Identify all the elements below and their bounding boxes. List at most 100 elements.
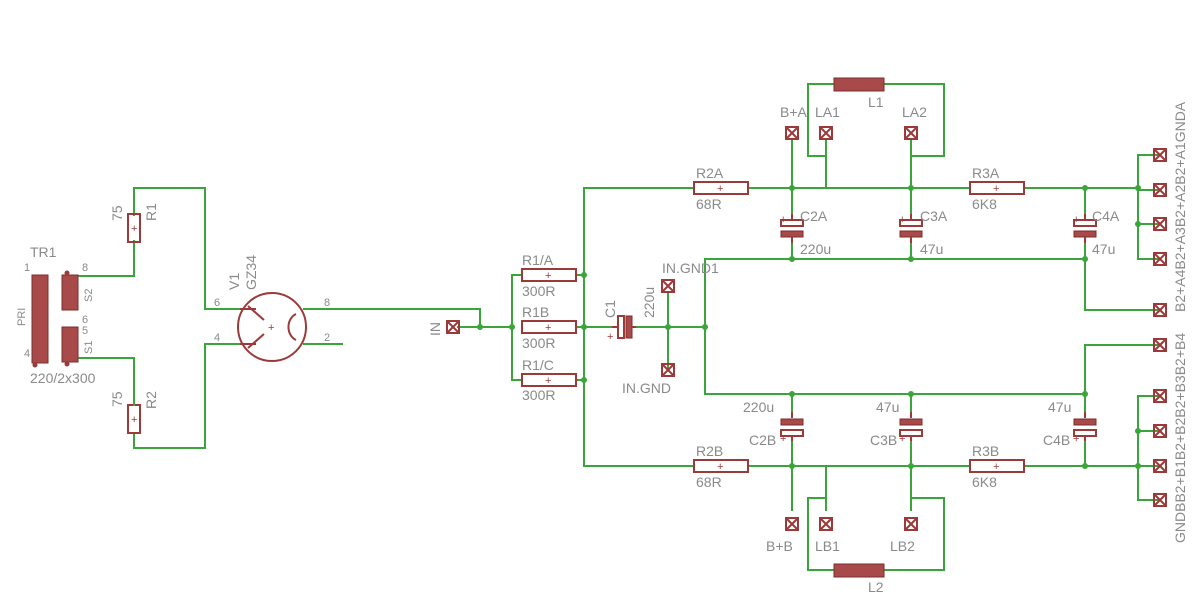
- capacitor-c2a[interactable]: +: [780, 214, 804, 243]
- out-a4-pad[interactable]: [1153, 148, 1167, 162]
- right-top-labels: B2+A4B2+A3B2+A2B2+A1GNDA: [1172, 101, 1188, 312]
- r1b-name: R1B: [522, 304, 549, 320]
- junctions: [477, 185, 1141, 469]
- in-gnd1-pad[interactable]: [661, 279, 675, 293]
- capacitor-c4a[interactable]: +: [1073, 214, 1097, 243]
- out-a2-pad[interactable]: [1153, 217, 1167, 231]
- right-bottom-labels: GNDBB2+B1B2+B2B2+B3B2+B4: [1172, 333, 1188, 543]
- c3b-value: 47u: [876, 399, 899, 415]
- lb2-label: LB2: [890, 538, 915, 554]
- tr1-s1-label: S1: [83, 341, 95, 354]
- c4b-name: C4B: [1043, 432, 1070, 448]
- svg-text:+: +: [545, 375, 551, 387]
- r1-name: R1: [143, 203, 159, 221]
- r1a-value: 300R: [522, 283, 555, 299]
- tr1-pin-4: 4: [24, 348, 30, 360]
- transformer-tr1[interactable]: TR1 220/2x300 PRI 1 8 S2 6 S1 5 4: [16, 244, 96, 386]
- r2a-value: 68R: [696, 196, 722, 212]
- c1-name: C1: [602, 300, 618, 318]
- capacitor-c3b[interactable]: +: [899, 412, 923, 445]
- v1-pin-2: 2: [324, 332, 330, 344]
- r2b-value: 68R: [696, 474, 722, 490]
- svg-text:+: +: [131, 223, 137, 235]
- la1-pad[interactable]: [819, 126, 833, 140]
- out-a3-pad[interactable]: [1153, 183, 1167, 197]
- la1-label: LA1: [815, 104, 840, 120]
- r1a-name: R1/A: [522, 252, 554, 268]
- out-b2-pad[interactable]: [1153, 424, 1167, 438]
- c2b-name: C2B: [749, 432, 776, 448]
- c2b-value: 220u: [743, 399, 774, 415]
- tr1-pin-5: 5: [82, 325, 88, 337]
- resistor-r1b[interactable]: +: [521, 320, 577, 334]
- resistor-r2a[interactable]: +: [693, 181, 749, 195]
- inductor-l2[interactable]: L2: [833, 563, 885, 595]
- svg-text:+: +: [993, 183, 999, 195]
- resistor-r1c[interactable]: +: [521, 373, 577, 387]
- r1-value: 75: [109, 205, 125, 221]
- tr1-pri-label: PRI: [16, 308, 28, 326]
- r2a-name: R2A: [696, 165, 724, 181]
- tube-v1[interactable]: + V1 GZ34 6 4 8 2: [214, 255, 330, 362]
- v1-pin-8: 8: [324, 297, 330, 309]
- la2-label: LA2: [902, 104, 927, 120]
- bpb-pad[interactable]: [785, 517, 799, 531]
- la2-pad[interactable]: [904, 126, 918, 140]
- svg-text:+: +: [780, 214, 786, 226]
- horizontal-resistors: + + + + + + +: [521, 181, 1025, 473]
- bpb-label: B+B: [766, 538, 793, 554]
- in-label: IN: [427, 322, 443, 336]
- capacitor-c3a[interactable]: +: [899, 214, 923, 243]
- r3a-value: 6K8: [972, 196, 997, 212]
- c4a-value: 47u: [1092, 241, 1115, 257]
- resistor-r1a[interactable]: +: [521, 268, 577, 282]
- wires: [77, 83, 1161, 571]
- svg-text:+: +: [717, 461, 723, 473]
- tr1-s2-label: S2: [83, 289, 95, 302]
- r1c-name: R1/C: [522, 357, 554, 373]
- in-gnd-pad[interactable]: [661, 363, 675, 377]
- svg-text:+: +: [717, 183, 723, 195]
- tr1-name: TR1: [30, 244, 57, 260]
- r2-value: 75: [109, 391, 125, 407]
- svg-text:+: +: [131, 414, 137, 426]
- resistor-r3a[interactable]: +: [969, 181, 1025, 195]
- out-b1-pad[interactable]: [1153, 389, 1167, 403]
- bpa-label: B+A: [780, 104, 808, 120]
- c4b-value: 47u: [1048, 399, 1071, 415]
- capacitor-c2b[interactable]: +: [780, 412, 804, 445]
- r1b-value: 300R: [522, 335, 555, 351]
- c3b-name: C3B: [870, 432, 897, 448]
- inductor-l1[interactable]: L1: [833, 77, 885, 110]
- in-pad[interactable]: [446, 320, 460, 334]
- svg-text:+: +: [607, 331, 613, 343]
- tr1-pin-8: 8: [82, 262, 88, 274]
- resistor-r2b[interactable]: +: [693, 459, 749, 473]
- out-b4-pad[interactable]: [1153, 493, 1167, 507]
- r3b-value: 6K8: [972, 474, 997, 490]
- gnda-pad[interactable]: [1153, 303, 1167, 317]
- bpa-pad[interactable]: [785, 126, 799, 140]
- svg-text:+: +: [780, 433, 786, 445]
- v1-name: V1: [226, 273, 242, 290]
- out-b3-pad[interactable]: [1153, 459, 1167, 473]
- lb1-pad[interactable]: [819, 517, 833, 531]
- svg-text:+: +: [545, 322, 551, 334]
- resistor-r3b[interactable]: +: [969, 459, 1025, 473]
- svg-text:+: +: [899, 433, 905, 445]
- lb1-label: LB1: [815, 538, 840, 554]
- lb2-pad[interactable]: [904, 517, 918, 531]
- v1-pin-4: 4: [214, 332, 220, 344]
- capacitor-c4b[interactable]: +: [1073, 412, 1097, 445]
- c3a-name: C3A: [920, 208, 948, 224]
- svg-text:+: +: [268, 322, 274, 334]
- resistor-r1[interactable]: + 75 R1: [109, 203, 159, 243]
- out-a1-pad[interactable]: [1153, 252, 1167, 266]
- svg-text:+: +: [545, 270, 551, 282]
- svg-text:+: +: [993, 461, 999, 473]
- capacitor-c1[interactable]: + C1 220u: [602, 287, 657, 343]
- r2b-name: R2B: [696, 443, 723, 459]
- gndb-pad[interactable]: [1153, 338, 1167, 352]
